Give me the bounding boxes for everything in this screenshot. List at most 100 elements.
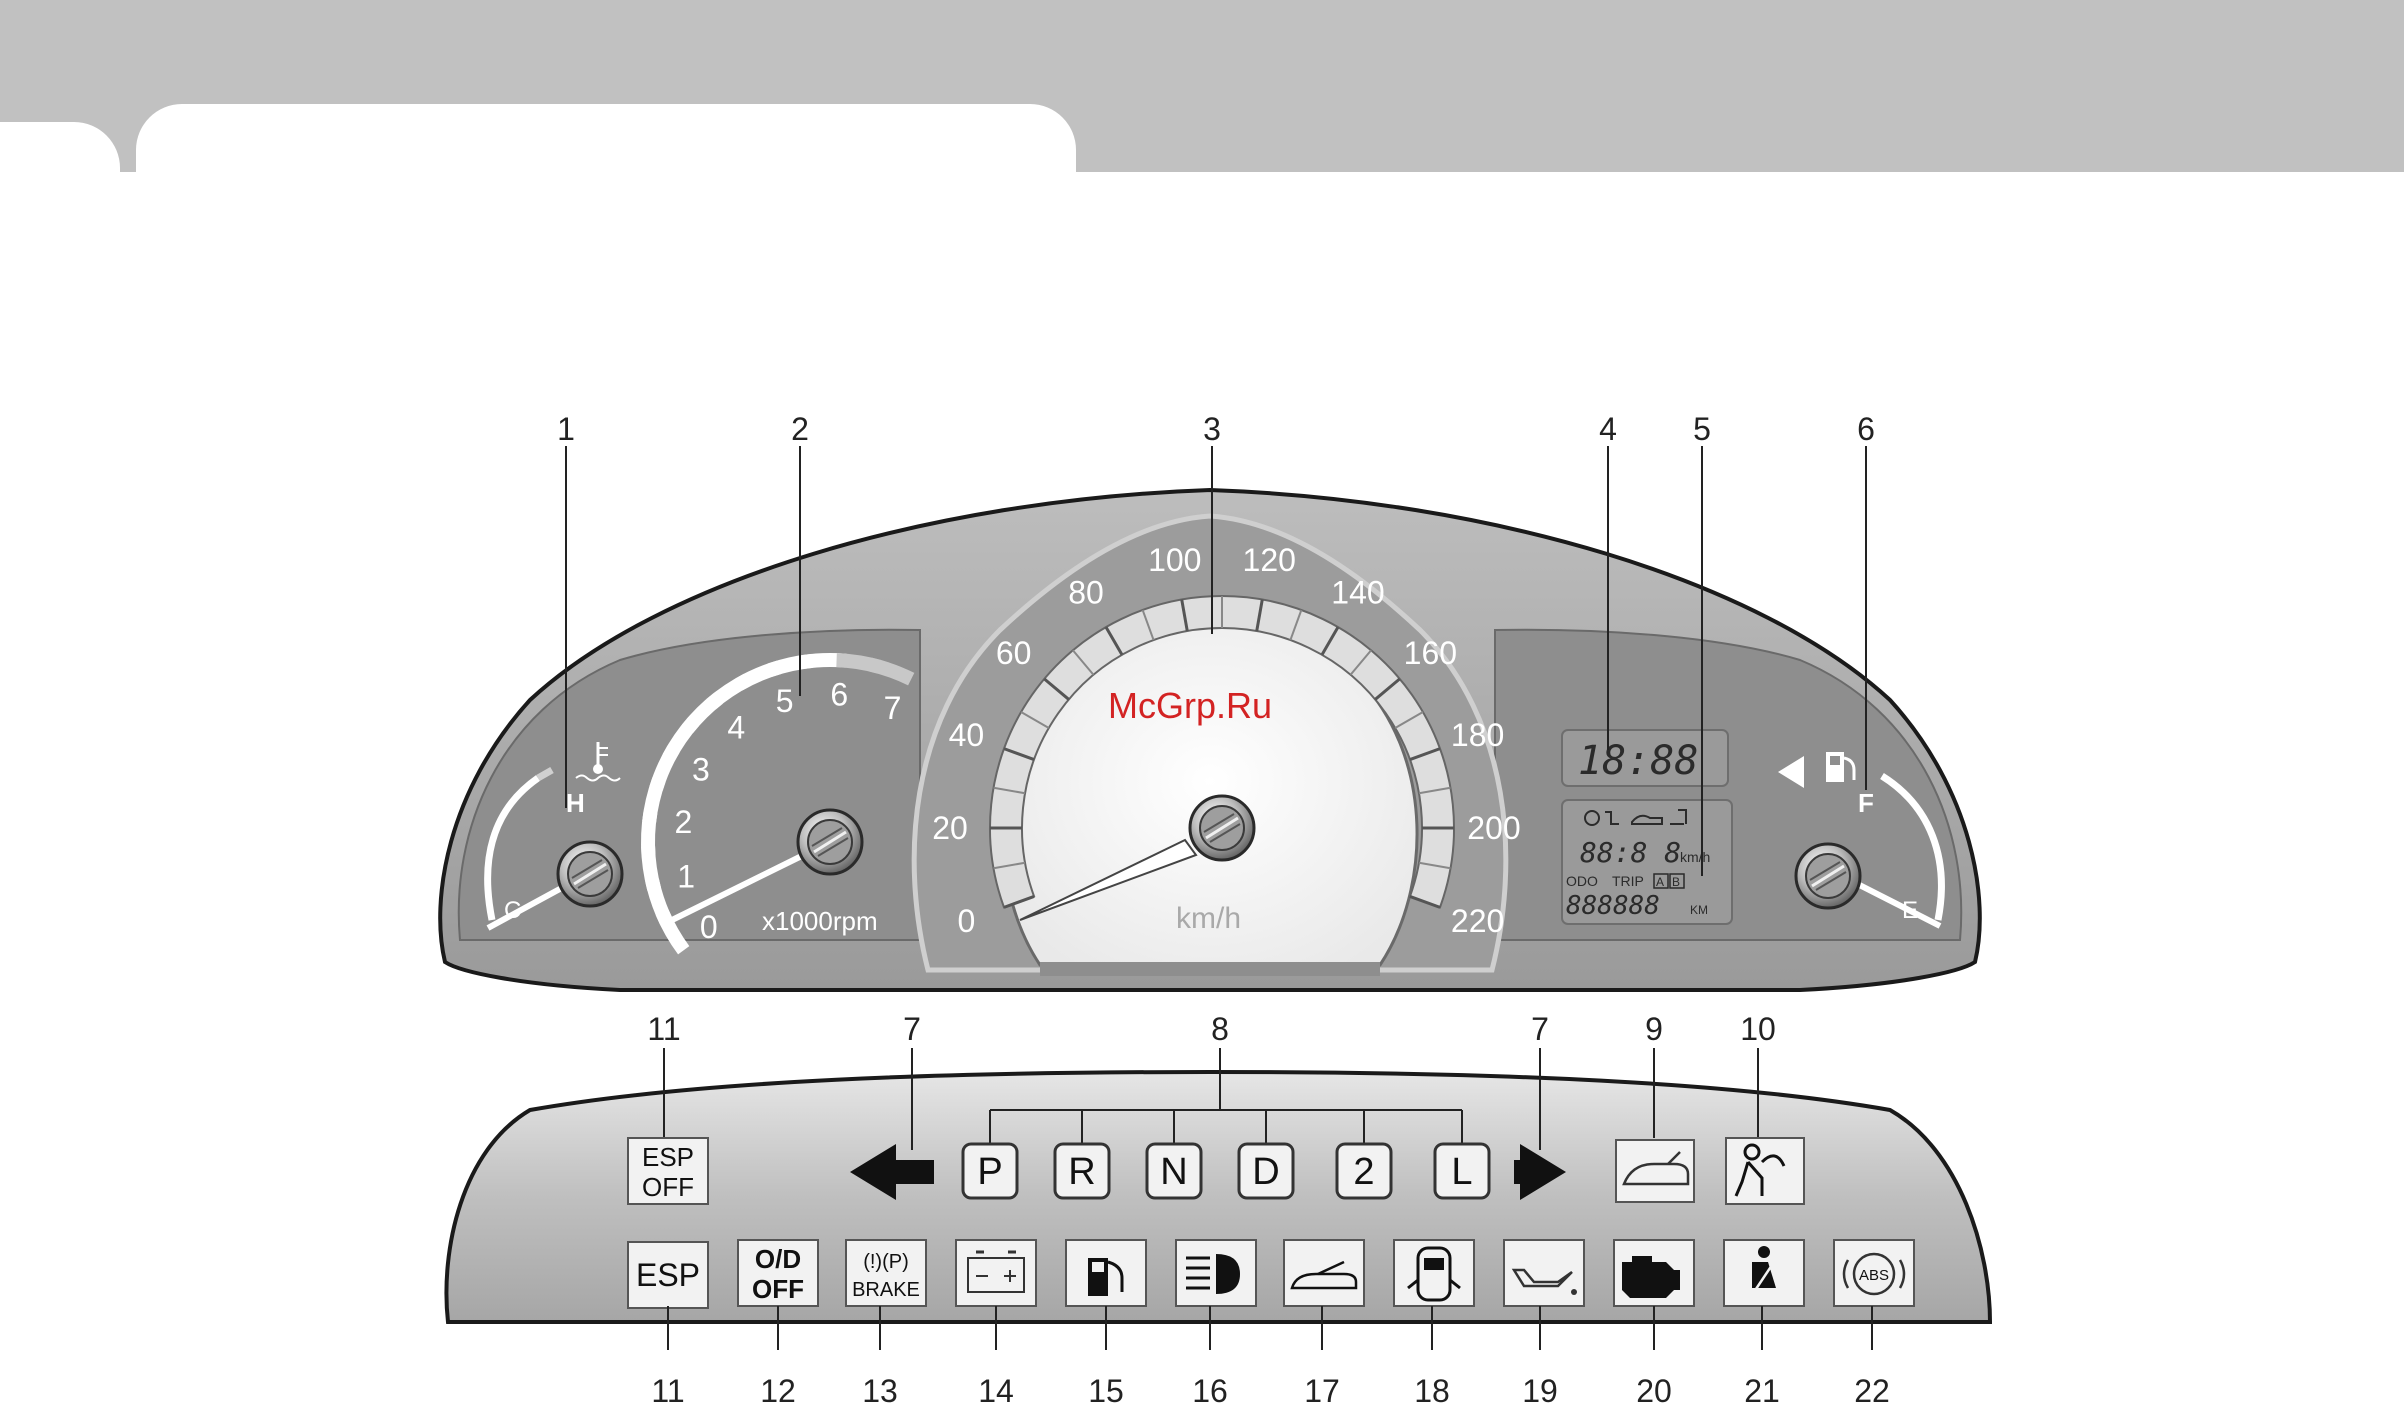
gear-indicator: D: [1239, 1144, 1293, 1198]
gear-indicator: N: [1147, 1144, 1201, 1198]
tachometer-unit-label: x1000rpm: [762, 906, 878, 936]
speedometer-tick-label: 160: [1404, 635, 1457, 671]
lcd-distance-unit: KM: [1690, 903, 1708, 917]
low-fuel-warning-light: [1066, 1240, 1146, 1306]
tachometer-tick-label: 0: [700, 909, 718, 945]
speedometer-tick-label: 100: [1148, 542, 1201, 578]
esp-label: ESP: [636, 1257, 700, 1293]
brake-warning-light: (!)(P) BRAKE: [846, 1240, 926, 1306]
callout-number: 7: [1531, 1011, 1549, 1047]
speedometer-tick-label: 60: [996, 635, 1032, 671]
callout-number: 18: [1414, 1373, 1450, 1409]
speedometer-tick-label: 220: [1451, 903, 1504, 939]
esp-off-line1: ESP: [642, 1142, 694, 1172]
gear-indicator: L: [1435, 1144, 1489, 1198]
middle-callout-numbers: 11 7 8 7 9 10: [647, 1011, 1775, 1047]
esp-off-line2: OFF: [642, 1172, 694, 1202]
callout-number: 1: [557, 411, 575, 447]
callout-number: 11: [647, 1011, 680, 1047]
gear-indicator: 2: [1337, 1144, 1391, 1198]
lcd-speed-digits: 88:8 8: [1580, 836, 1681, 869]
tachometer-tick-label: 7: [884, 690, 902, 726]
callout-number: 7: [903, 1011, 921, 1047]
top-callout-numbers: 1 2 3 4 5 6: [557, 411, 1875, 447]
airbag-warning-light: [1726, 1138, 1804, 1204]
callout-number: 12: [760, 1373, 796, 1409]
watermark: McGrp.Ru: [1108, 685, 1272, 726]
tachometer-tick-label: 2: [674, 804, 692, 840]
tachometer-tick-label: 3: [692, 752, 710, 788]
speedometer-tick-label: 200: [1467, 810, 1520, 846]
gear-indicator-label: N: [1160, 1151, 1187, 1193]
callout-number: 14: [978, 1373, 1014, 1409]
tachometer-tick-label: 4: [727, 709, 745, 745]
callout-number: 5: [1693, 411, 1711, 447]
speedometer-tick-label: 40: [949, 717, 985, 753]
lcd-trip-b-label: B: [1672, 875, 1680, 889]
od-off-line1: O/D: [755, 1244, 801, 1274]
trunk-open-warning-light: [1616, 1140, 1694, 1202]
speedometer-unit-label: km/h: [1176, 902, 1241, 935]
digital-clock-text: 18:88: [1578, 738, 1698, 784]
speedometer-needle-hub: [1190, 796, 1254, 860]
callout-number: 16: [1192, 1373, 1228, 1409]
lcd-trip-a-label: A: [1656, 875, 1664, 889]
battery-warning-light: [956, 1240, 1036, 1306]
fuel-needle-hub: [1796, 844, 1860, 908]
occupant-head-icon: [1758, 1246, 1770, 1258]
gear-indicator-label: R: [1068, 1151, 1095, 1193]
speedometer-tick-label: 0: [958, 903, 976, 939]
tachometer-tick-label: 1: [677, 859, 695, 895]
callout-number: 10: [1740, 1011, 1776, 1047]
od-off-indicator: O/D OFF: [738, 1240, 818, 1306]
door-open-warning-light: [1394, 1240, 1474, 1306]
speedometer-tick-label: 80: [1068, 574, 1104, 610]
callout-number: 2: [791, 411, 809, 447]
callout-number: 9: [1645, 1011, 1663, 1047]
seatbelt-warning-light: [1724, 1240, 1804, 1306]
tachometer-tick-label: 5: [776, 683, 794, 719]
callout-number: 19: [1522, 1373, 1558, 1409]
temperature-needle-hub: [558, 842, 622, 906]
callout-number: 20: [1636, 1373, 1672, 1409]
esp-off-warning-light: ESP OFF: [628, 1138, 708, 1204]
gear-indicator-label: L: [1451, 1151, 1472, 1193]
fuel-full-label: F: [1858, 788, 1874, 818]
od-off-line2: OFF: [752, 1274, 804, 1304]
headlight-high-beam-indicator: [1176, 1240, 1256, 1306]
callout-number: 15: [1088, 1373, 1124, 1409]
abs-label: ABS: [1859, 1267, 1889, 1284]
lcd-odo-label: ODO: [1566, 873, 1598, 889]
callout-number: 21: [1744, 1373, 1780, 1409]
hood-open-warning-light: [1284, 1240, 1364, 1306]
gear-indicator-label: P: [977, 1151, 1002, 1193]
callout-number: 3: [1203, 411, 1221, 447]
callout-number: 6: [1857, 411, 1875, 447]
temperature-hot-label: H: [566, 788, 585, 818]
gear-indicator: R: [1055, 1144, 1109, 1198]
esp-warning-light: ESP: [628, 1242, 708, 1308]
speedometer-tick-label: 140: [1331, 574, 1384, 610]
speedometer-tick-label: 20: [932, 810, 968, 846]
lcd-trip-label: TRIP: [1612, 873, 1644, 889]
speedometer-base: [1040, 962, 1380, 976]
tachometer-needle-hub: [798, 810, 862, 874]
check-engine-warning-light: [1614, 1240, 1694, 1306]
gear-indicator: P: [963, 1144, 1017, 1198]
tachometer-tick-label: 6: [830, 676, 848, 712]
callout-number: 13: [862, 1373, 898, 1409]
callout-number: 4: [1599, 411, 1617, 447]
speedometer-tick-label: 180: [1451, 717, 1504, 753]
gear-indicator-label: 2: [1353, 1151, 1374, 1193]
callout-number: 17: [1304, 1373, 1340, 1409]
oil-pressure-warning-light: [1504, 1240, 1584, 1306]
lcd-odometer-digits: 888888: [1566, 891, 1660, 921]
right-turn-signal-stem: [1514, 1160, 1524, 1184]
brake-label: BRAKE: [852, 1279, 920, 1301]
speedometer-tick-label: 120: [1243, 542, 1296, 578]
callout-number: 8: [1211, 1011, 1229, 1047]
callout-number: 11: [651, 1373, 684, 1409]
gear-indicator-label: D: [1252, 1151, 1279, 1193]
